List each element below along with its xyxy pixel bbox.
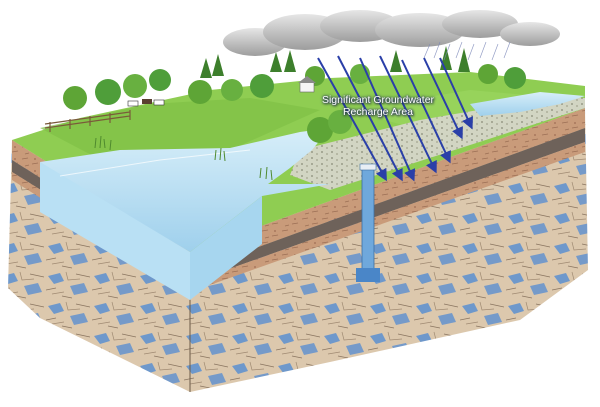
reeds xyxy=(94,135,273,181)
recharge-label-line1: Significant Groundwater xyxy=(321,94,435,106)
right-front-face xyxy=(190,108,588,392)
rain xyxy=(423,41,511,61)
house xyxy=(298,76,316,93)
well xyxy=(356,163,380,282)
cloud-icon xyxy=(223,10,560,56)
trees xyxy=(63,46,526,143)
recharge-area-label: Significant Groundwater Recharge Area xyxy=(318,94,438,118)
cows xyxy=(127,99,165,107)
lake xyxy=(40,128,330,300)
recharge-label-line2: Recharge Area xyxy=(342,106,414,118)
fence xyxy=(44,110,131,132)
river xyxy=(470,92,585,116)
arrow-icon xyxy=(317,55,473,182)
